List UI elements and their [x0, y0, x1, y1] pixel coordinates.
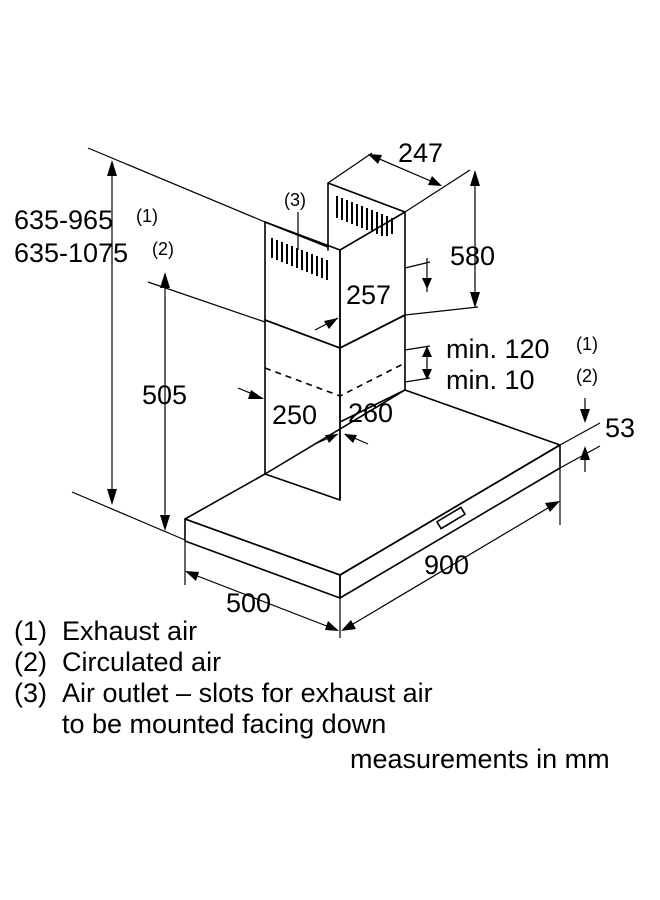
width-label: 900: [424, 550, 469, 580]
chimney-right-label: 260: [348, 398, 393, 428]
outlet-ref-label: (3): [284, 190, 306, 210]
legend-ref-3: (3): [14, 678, 47, 708]
dimension-lines: [71, 147, 601, 638]
chimney-joint-dashed: [264, 362, 406, 397]
dimension-labels: 635-965 (1) 635-1075 (2) (3) 247 580 257…: [14, 138, 635, 618]
units-note: measurements in mm: [350, 744, 610, 774]
legend-ref-2: (2): [14, 647, 47, 677]
chimney-depth-label: 257: [346, 280, 391, 310]
total-height-2-label: 635-1075: [14, 238, 128, 268]
canopy-front: [184, 518, 341, 599]
min-clearance-2-label: min. 10: [446, 365, 535, 395]
chimney-width-label: 247: [398, 138, 443, 168]
min-clearance-2-ref: (2): [576, 366, 598, 386]
total-height-1-ref: (1): [136, 206, 158, 226]
upper-chimney-top: [264, 221, 329, 248]
outlet-slots-back: [336, 196, 393, 236]
total-height-2-ref: (2): [152, 239, 174, 259]
upper-chimney-height-label: 580: [450, 241, 495, 271]
legend-text-4: to be mounted facing down: [62, 709, 386, 739]
legend-text-2: Circulated air: [62, 647, 221, 677]
depth-label: 500: [226, 588, 271, 618]
legend-text-3: Air outlet – slots for exhaust air: [62, 678, 433, 708]
min-clearance-1-label: min. 120: [446, 334, 550, 364]
total-height-1-label: 635-965: [14, 205, 113, 235]
outlet-slots-front: [271, 238, 328, 280]
min-clearance-1-ref: (1): [576, 334, 598, 354]
control-panel: [436, 506, 466, 530]
bottom-height-label: 505: [142, 380, 187, 410]
chimney-left-label: 250: [272, 400, 317, 430]
legend-text-1: Exhaust air: [62, 616, 197, 646]
legend: (1) Exhaust air (2) Circulated air (3) A…: [14, 616, 610, 774]
canopy-thickness-label: 53: [605, 413, 635, 443]
legend-ref-1: (1): [14, 616, 47, 646]
hood-drawing: [184, 182, 561, 599]
